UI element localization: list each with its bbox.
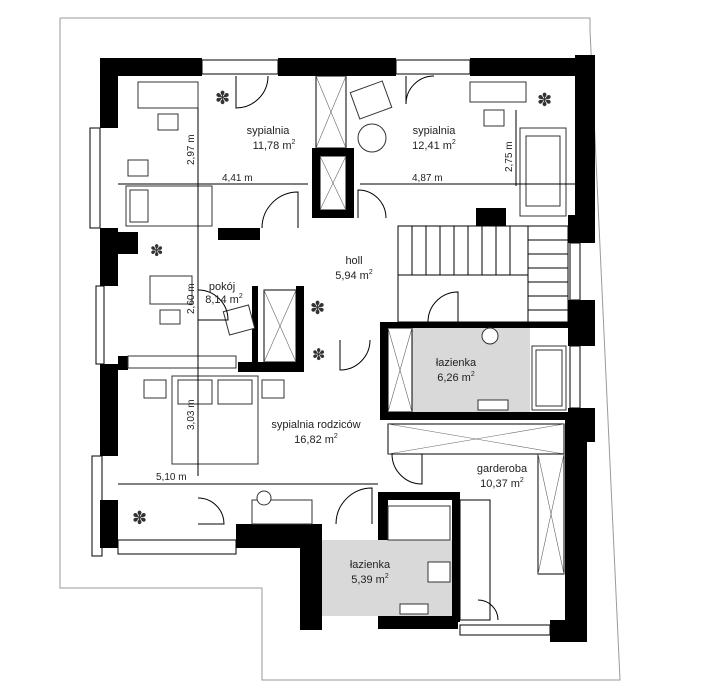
- room-area-master-bedroom: 16,82 m2: [294, 433, 338, 446]
- dim-label-3-03: 3,03 m: [186, 399, 197, 430]
- dimension-lines: [118, 108, 575, 485]
- plant-icon: ✽: [312, 345, 325, 364]
- room-name-hall: holl: [345, 255, 362, 267]
- dim-label-2-60: 2,60 m: [186, 283, 197, 314]
- doors: [197, 75, 499, 621]
- plant-icons: ✽ ✽ ✽ ✽ ✽ ✽: [132, 88, 552, 529]
- room-name-bedroom-right: sypialnia: [413, 125, 457, 137]
- plant-icon: ✽: [537, 90, 552, 111]
- dim-label-4-41: 4,41 m: [222, 173, 253, 184]
- dim-label-5-10: 5,10 m: [156, 472, 187, 483]
- closets: [263, 75, 565, 621]
- windows: [89, 59, 581, 636]
- plant-icon: ✽: [310, 298, 325, 319]
- room-name-bathroom-lower: łazienka: [350, 559, 391, 571]
- room-name-bathroom-upper: łazienka: [436, 357, 477, 369]
- plant-icon: ✽: [150, 241, 163, 260]
- dim-label-2-97: 2,97 m: [186, 134, 197, 165]
- room-name-master-bedroom: sypialnia rodziców: [271, 419, 360, 431]
- room-name-room: pokój: [209, 281, 235, 293]
- room-labels: sypialnia 11,78 m2 sypialnia 12,41 m2 ho…: [205, 125, 528, 586]
- walls: [100, 55, 595, 642]
- room-area-hall: 5,94 m2: [335, 269, 373, 282]
- plant-icon: ✽: [215, 88, 230, 109]
- room-area-bathroom-lower: 5,39 m2: [351, 573, 389, 586]
- dimension-labels: 2,97 m 4,41 m 4,87 m 2,75 m 2,60 m 3,03 …: [156, 134, 515, 483]
- room-area-room: 8,14 m2: [205, 293, 243, 306]
- room-area-bedroom-right: 12,41 m2: [412, 139, 456, 152]
- room-area-wardrobe: 10,37 m2: [480, 477, 524, 490]
- room-name-bedroom-left: sypialnia: [247, 125, 291, 137]
- dim-label-4-87: 4,87 m: [412, 173, 443, 184]
- plant-icon: ✽: [132, 508, 147, 529]
- room-area-bedroom-left: 11,78 m2: [253, 139, 296, 152]
- stairs: [397, 225, 569, 323]
- roof-outline: [59, 17, 621, 681]
- room-area-bathroom-upper: 6,26 m2: [437, 371, 475, 384]
- room-name-wardrobe: garderoba: [477, 463, 528, 475]
- furniture: [125, 80, 567, 615]
- dim-label-2-75: 2,75 m: [504, 141, 515, 172]
